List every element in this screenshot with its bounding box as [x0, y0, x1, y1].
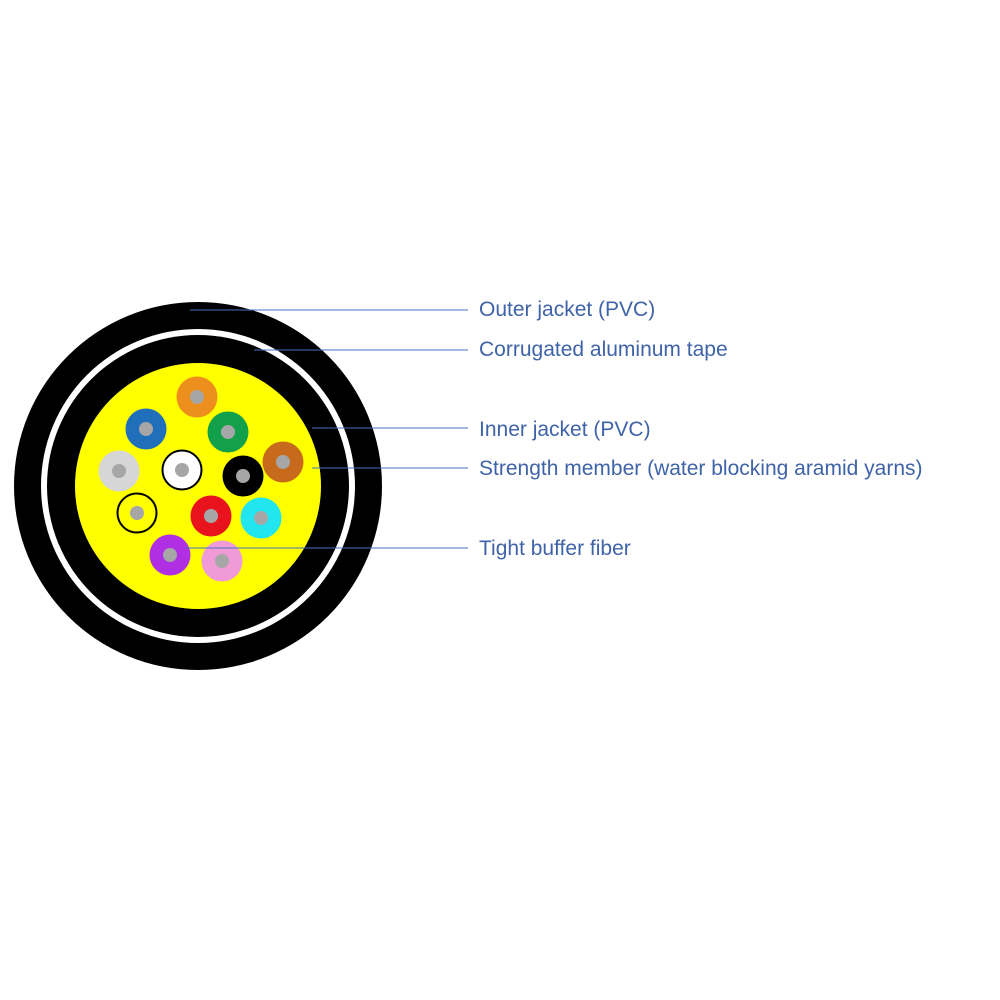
tight-buffer-fiber — [240, 497, 282, 539]
fiber-core — [221, 425, 235, 439]
tight-buffer-fiber-bundle — [98, 376, 304, 582]
fiber-core — [276, 455, 290, 469]
fiber-core — [130, 506, 144, 520]
label-corrugated-aluminum-tape: Corrugated aluminum tape — [479, 338, 728, 361]
tight-buffer-fiber — [222, 455, 264, 497]
tight-buffer-fiber — [262, 441, 304, 483]
tight-buffer-fiber — [161, 449, 203, 491]
fiber-core — [215, 554, 229, 568]
fiber-core — [112, 464, 126, 478]
tight-buffer-fiber — [190, 495, 232, 537]
fiber-core — [175, 463, 189, 477]
label-tight-buffer-fiber: Tight buffer fiber — [479, 537, 631, 560]
tight-buffer-fiber — [201, 540, 243, 582]
label-inner-jacket: Inner jacket (PVC) — [479, 418, 651, 441]
fiber-core — [204, 509, 218, 523]
fiber-core — [236, 469, 250, 483]
fiber-core — [254, 511, 268, 525]
fiber-core — [190, 390, 204, 404]
tight-buffer-fiber — [116, 492, 158, 534]
label-outer-jacket: Outer jacket (PVC) — [479, 298, 656, 321]
tight-buffer-fiber — [125, 408, 167, 450]
label-strength-member: Strength member (water blocking aramid y… — [479, 457, 923, 480]
fiber-core — [139, 422, 153, 436]
tight-buffer-fiber — [207, 411, 249, 453]
tight-buffer-fiber — [176, 376, 218, 418]
tight-buffer-fiber — [98, 450, 140, 492]
tight-buffer-fiber — [149, 534, 191, 576]
fiber-core — [163, 548, 177, 562]
